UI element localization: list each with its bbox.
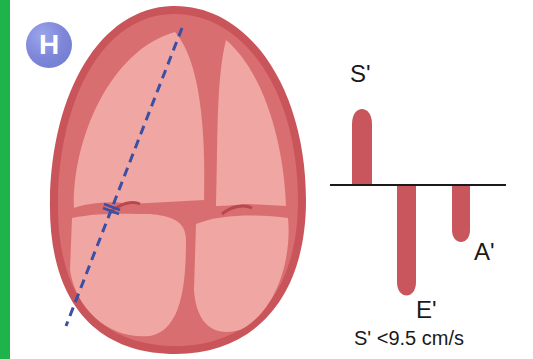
section-badge: H xyxy=(26,22,72,68)
right-atrium xyxy=(194,216,289,332)
heart-surface xyxy=(58,14,298,346)
tricuspid-valve xyxy=(222,206,252,214)
sample-gate xyxy=(103,208,119,214)
e-wave xyxy=(397,186,416,296)
doppler-line xyxy=(66,28,182,326)
wave-label: A' xyxy=(474,240,495,264)
wave-label: S' xyxy=(350,62,371,86)
baseline xyxy=(330,184,506,186)
left-atrium xyxy=(70,214,186,337)
badge-letter: H xyxy=(39,31,59,59)
heart-wall xyxy=(50,6,306,354)
right-ventricle xyxy=(216,40,286,206)
s-wave xyxy=(352,109,372,184)
wave-label: E' xyxy=(416,298,437,322)
left-ventricle xyxy=(74,32,204,208)
side-bar xyxy=(0,0,10,359)
a-wave xyxy=(452,186,470,242)
wave-label: S' <9.5 cm/s xyxy=(354,328,464,348)
